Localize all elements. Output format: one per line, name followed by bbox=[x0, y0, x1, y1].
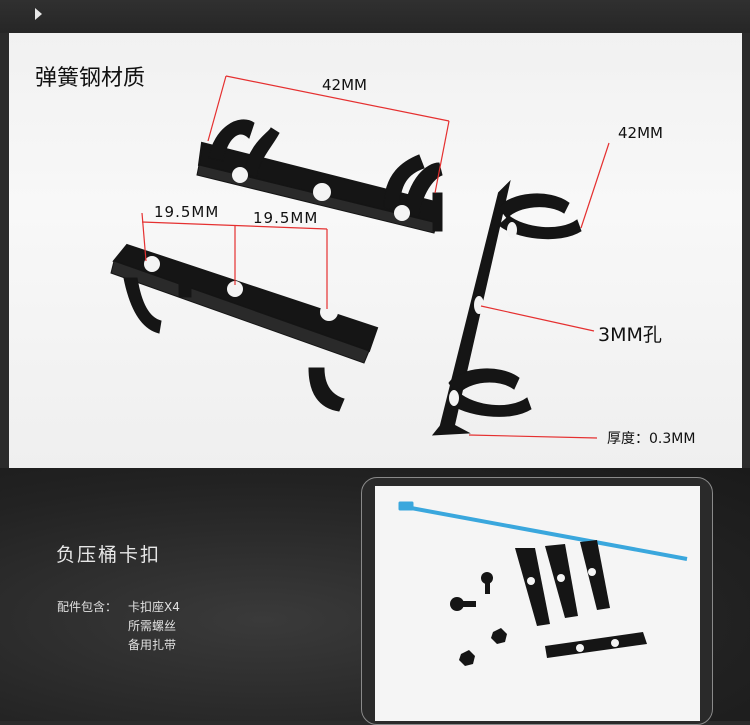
contents-item: 卡扣座X4 bbox=[128, 600, 180, 614]
cable-tie bbox=[398, 501, 688, 561]
clip-left bbox=[110, 243, 379, 412]
spacing-label-a: 19.5MM bbox=[154, 203, 220, 221]
spacing-label-b: 19.5MM bbox=[253, 209, 319, 227]
package-section: 负压桶卡扣 配件包含： 卡扣座X4 所需螺丝 备用扎带 bbox=[0, 468, 750, 725]
hole-size-label: 3MM孔 bbox=[598, 324, 662, 346]
clip-right bbox=[431, 179, 582, 436]
dimension-top-label: 42MM bbox=[322, 76, 367, 94]
screws bbox=[450, 572, 507, 666]
kit-photo bbox=[375, 486, 700, 721]
clip-top bbox=[196, 119, 443, 234]
material-label: 弹簧钢材质 bbox=[35, 66, 146, 91]
dimension-right-label: 42MM bbox=[618, 124, 663, 142]
play-arrow-icon bbox=[35, 8, 42, 20]
contents-item: 所需螺丝 bbox=[128, 619, 177, 633]
contents-label: 配件包含： bbox=[57, 600, 118, 614]
product-photo-drawing bbox=[110, 75, 610, 439]
annotation-lines bbox=[141, 75, 610, 439]
product-title: 负压桶卡扣 bbox=[56, 544, 162, 566]
contents-list: 卡扣座X4 所需螺丝 备用扎带 bbox=[128, 598, 180, 655]
product-photo: 弹簧钢材质 42MM 42MM 19.5MM 19.5MM 3MM孔 厚度：0.… bbox=[9, 33, 742, 468]
kit-clips bbox=[515, 540, 647, 658]
kit-photo-drawing bbox=[398, 501, 688, 666]
top-banner bbox=[0, 0, 750, 33]
contents-item: 备用扎带 bbox=[128, 638, 177, 652]
thickness-label: 厚度：0.3MM bbox=[607, 431, 696, 447]
